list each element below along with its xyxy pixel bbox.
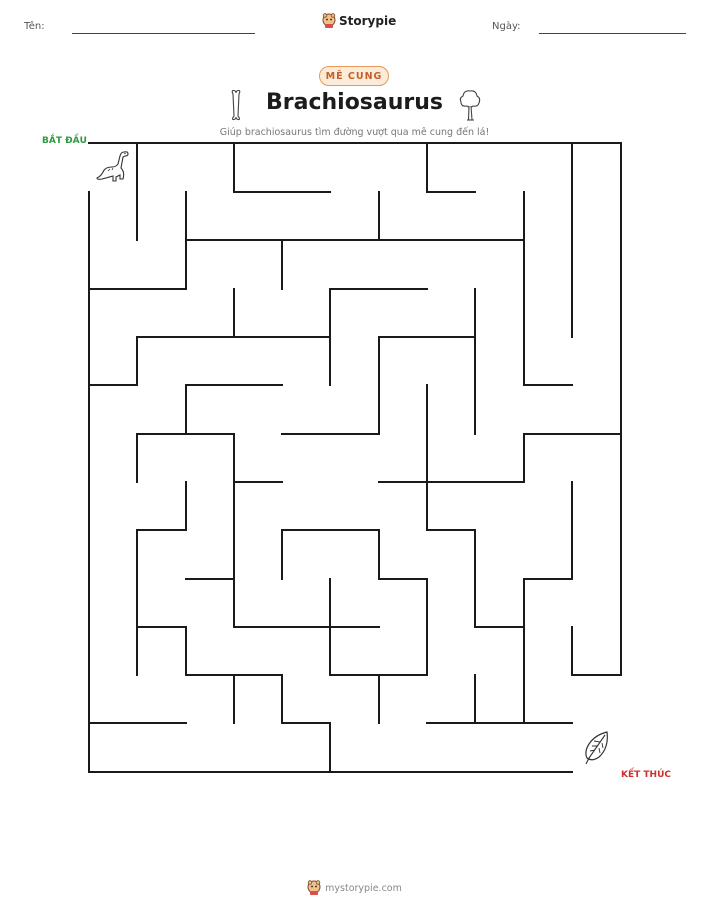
tree-icon — [459, 90, 481, 121]
start-label: BẮT ĐẦU — [42, 136, 87, 146]
storypie-mascot-icon — [307, 880, 321, 895]
leaf-icon — [585, 731, 608, 765]
date-label: Ngày: — [492, 21, 521, 32]
footer: mystorypie.com — [0, 880, 709, 896]
brand-logo: Storypie — [322, 13, 396, 29]
name-label: Tên: — [24, 21, 45, 32]
brand-name: Storypie — [339, 14, 397, 28]
dinosaur-icon — [96, 151, 129, 182]
maze-badge: MÊ CUNG — [319, 66, 389, 86]
name-line[interactable] — [72, 33, 255, 34]
footer-site[interactable]: mystorypie.com — [325, 882, 402, 894]
bone-icon — [231, 89, 241, 121]
date-line[interactable] — [539, 33, 686, 34]
page-title: Brachiosaurus — [265, 90, 444, 115]
maze-walls — [88, 142, 622, 773]
end-label: KẾT THÚC — [621, 770, 671, 780]
storypie-mascot-icon — [322, 13, 336, 28]
page-subtitle: Giúp brachiosaurus tìm đường vượt qua mê… — [219, 127, 490, 138]
